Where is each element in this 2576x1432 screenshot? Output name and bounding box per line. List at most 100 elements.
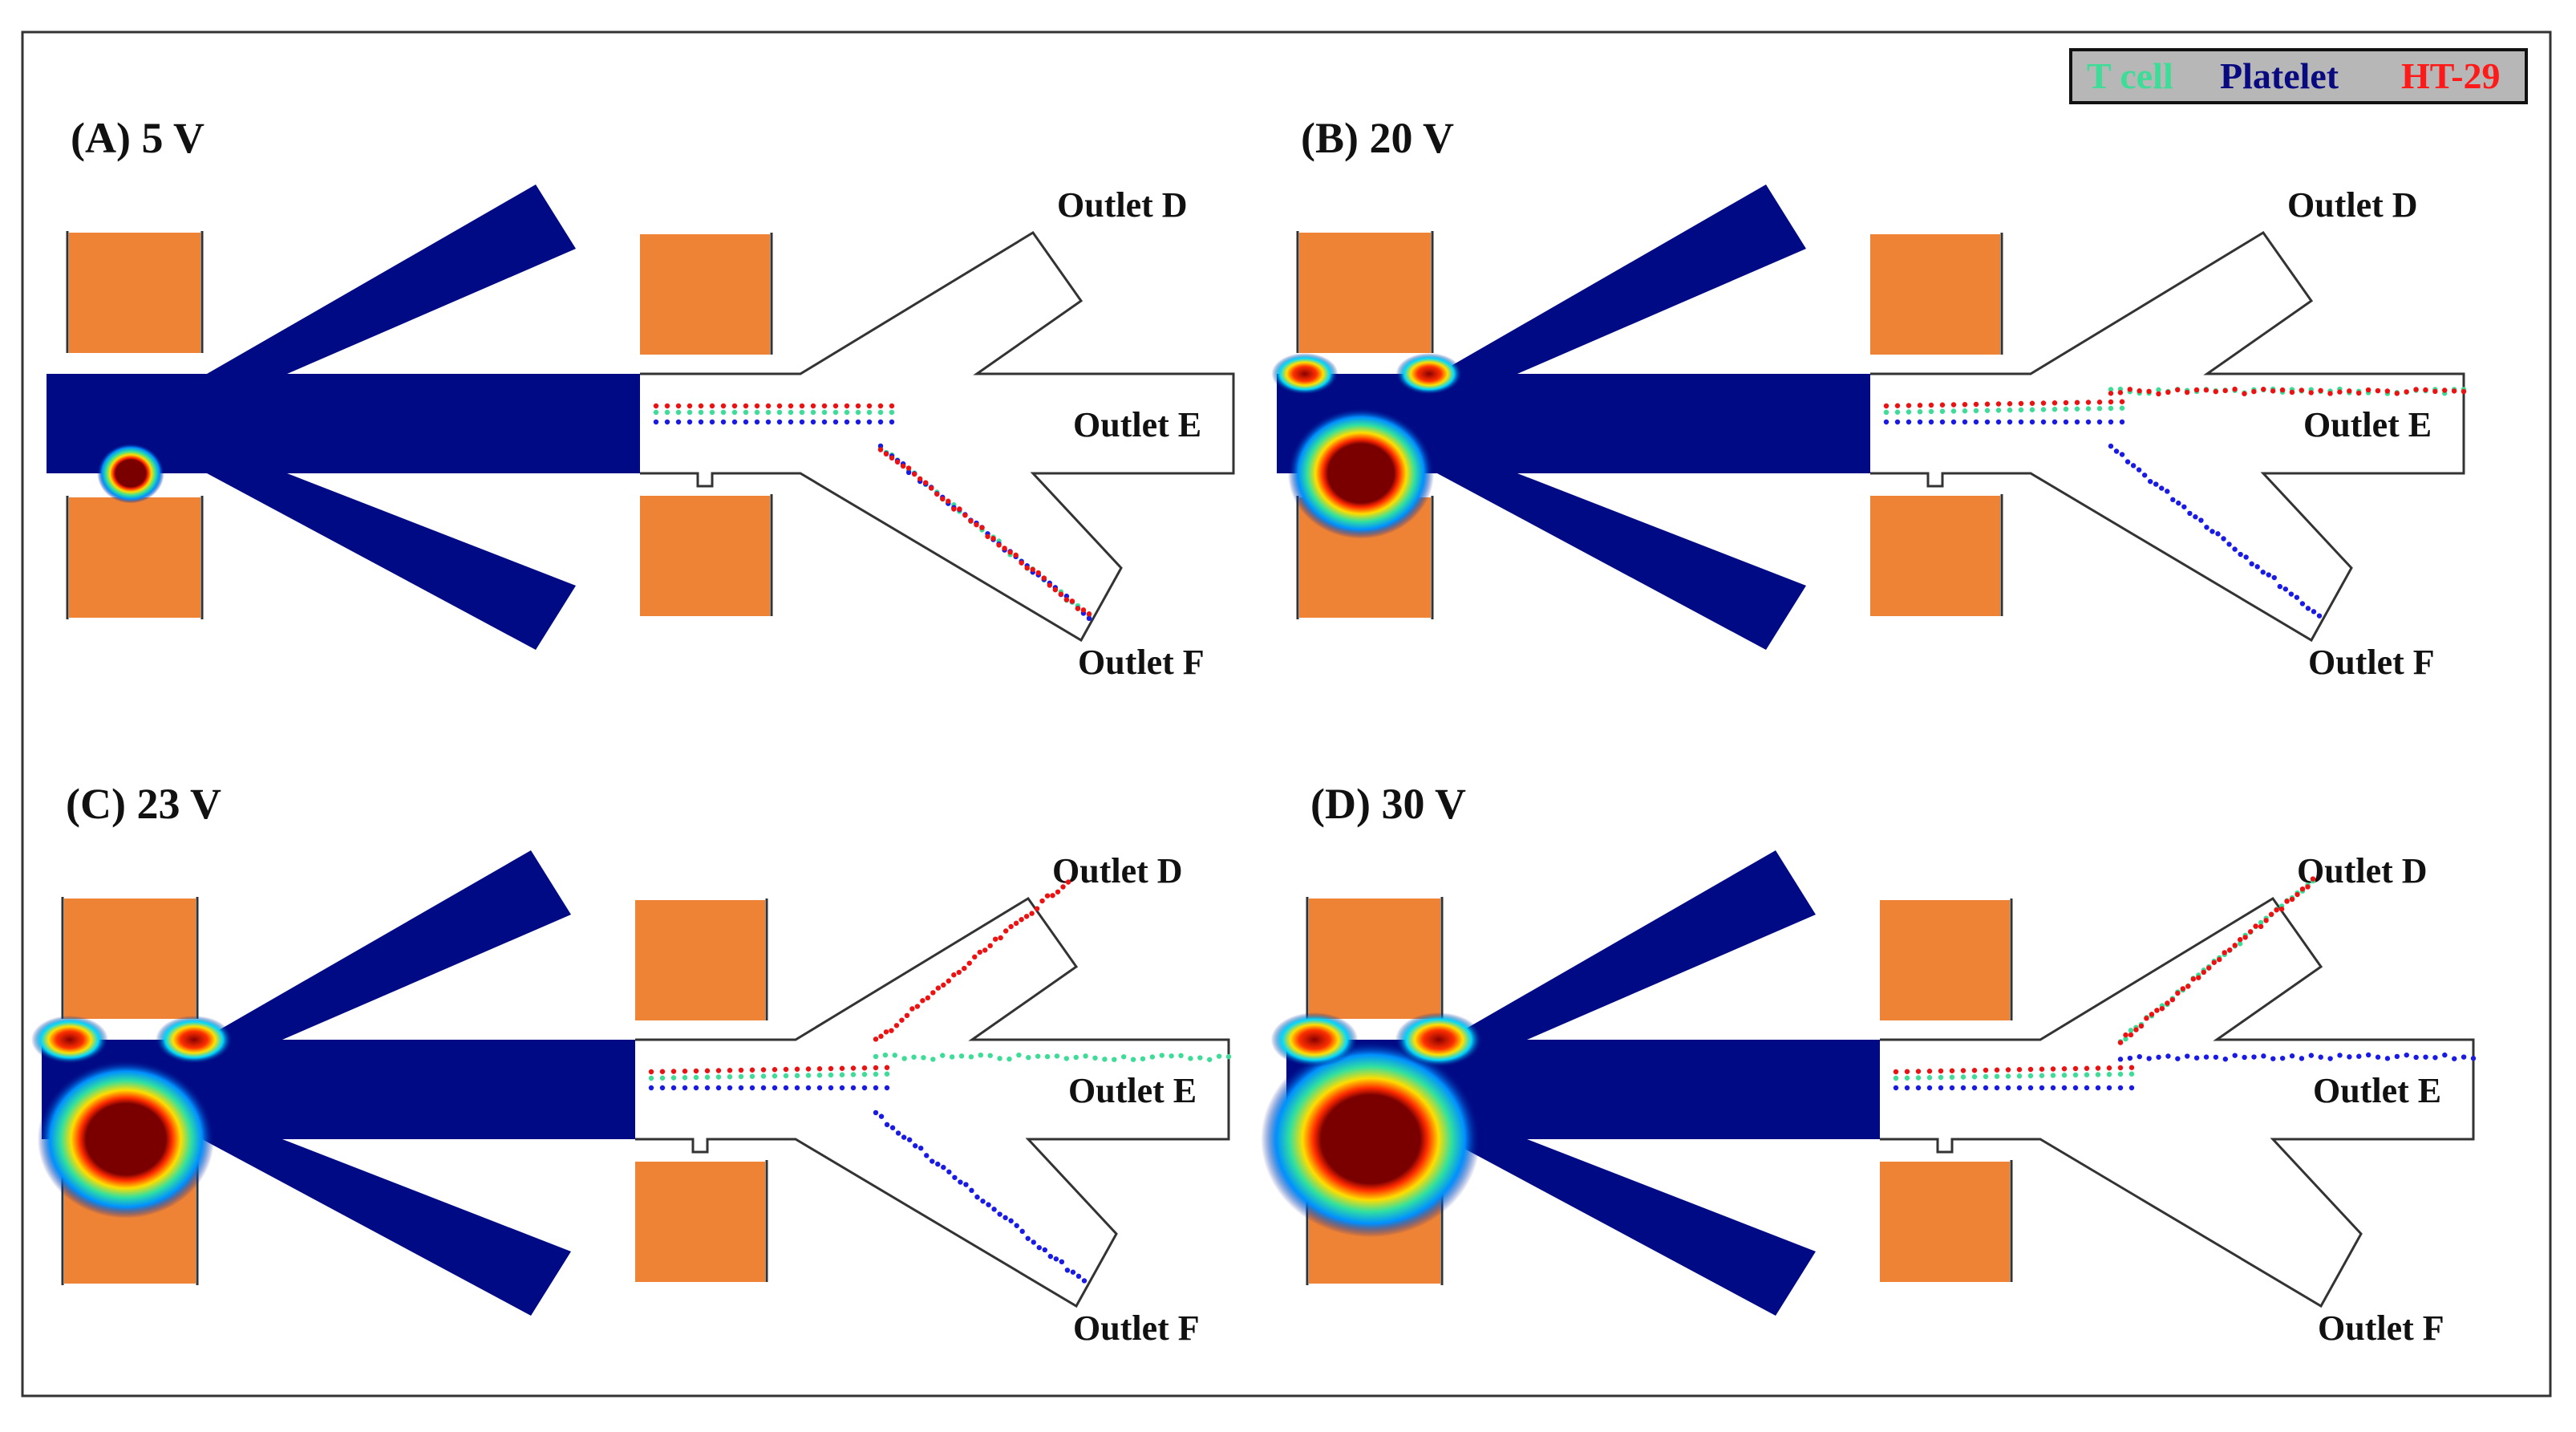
ht29-particle xyxy=(2404,389,2409,395)
ht29-particle xyxy=(990,536,996,542)
ht29-particle xyxy=(946,978,952,984)
ht29-particle xyxy=(923,480,929,485)
ht29-particle xyxy=(1055,889,1061,894)
ht29-particle xyxy=(1894,403,1901,408)
t-cell-particle xyxy=(1962,408,1968,414)
platelet-particle xyxy=(2051,419,2058,425)
ht29-particle xyxy=(664,403,670,409)
ht29-particle xyxy=(816,1066,823,1072)
t-cell-particle xyxy=(882,1052,889,1058)
platelet-particle xyxy=(2128,1085,2135,1091)
t-cell-particle xyxy=(892,1053,897,1058)
ht29-particle xyxy=(2096,400,2103,405)
platelet-particle xyxy=(850,1085,857,1091)
ht29-particle xyxy=(828,1065,834,1072)
ht29-particle xyxy=(2175,387,2181,393)
ht29-particle xyxy=(2268,911,2274,917)
ht29-particle xyxy=(2061,1066,2068,1072)
platelet-particle xyxy=(2072,1085,2079,1091)
t-cell-particle xyxy=(648,1075,654,1081)
ht29-particle xyxy=(850,1065,857,1071)
platelet-particle xyxy=(738,1085,744,1091)
platelet-particle xyxy=(749,1085,755,1091)
t-cell-particle xyxy=(1904,1075,1910,1081)
t-cell-particle xyxy=(738,1073,744,1080)
ht29-particle xyxy=(2180,986,2186,992)
ht29-particle xyxy=(2084,1065,2090,1071)
outlet-d-label: Outlet D xyxy=(1052,851,1183,890)
t-cell-particle xyxy=(709,409,715,416)
platelet-particle xyxy=(687,419,693,425)
outlet-f-label: Outlet F xyxy=(2308,643,2435,682)
platelet-particle xyxy=(2423,1054,2428,1060)
platelet-particle xyxy=(2117,1057,2124,1062)
ht29-particle xyxy=(2196,975,2201,980)
t-cell-particle xyxy=(1984,408,1991,413)
platelet-particle xyxy=(855,419,861,425)
ht29-particle xyxy=(889,455,895,461)
ht29-particle xyxy=(2095,1065,2101,1071)
platelet-particle xyxy=(731,419,738,425)
platelet-particle xyxy=(682,1085,688,1091)
t-cell-particle xyxy=(1063,1056,1070,1061)
platelet-particle xyxy=(2119,419,2125,425)
outlet-f-label: Outlet F xyxy=(1073,1308,1200,1348)
platelet-particle xyxy=(1962,419,1968,425)
platelet-particle xyxy=(1036,1244,1042,1251)
platelet-particle xyxy=(2254,564,2260,570)
t-cell-particle xyxy=(855,409,861,416)
ht29-particle xyxy=(1926,1069,1933,1074)
platelet-particle xyxy=(997,1211,1002,1217)
platelet-particle xyxy=(832,419,839,425)
t-cell-particle xyxy=(821,409,828,416)
hotspot-stem xyxy=(120,1131,132,1152)
t-cell-particle xyxy=(704,1074,711,1080)
t-cell-particle xyxy=(1054,1053,1060,1059)
t-cell-particle xyxy=(2039,1073,2045,1078)
t-cell-particle xyxy=(1169,1053,1174,1059)
t-cell-particle xyxy=(1983,1073,1989,1080)
t-cell-particle xyxy=(1906,409,1912,415)
ht29-particle xyxy=(1052,586,1059,593)
field-edge-left xyxy=(1271,353,1339,395)
ht29-particle xyxy=(2299,387,2305,393)
platelet-particle xyxy=(963,1182,969,1187)
ht29-particle xyxy=(2018,400,2024,407)
ht29-particle xyxy=(1019,560,1024,566)
platelet-particle xyxy=(2365,1052,2371,1058)
platelet-particle xyxy=(2238,551,2243,558)
t-cell-particle xyxy=(1926,1075,1933,1081)
t-cell-particle xyxy=(1102,1057,1108,1062)
ht29-particle xyxy=(670,1069,677,1074)
ht29-particle xyxy=(2016,1067,2023,1073)
platelet-particle xyxy=(1059,1259,1065,1265)
ht29-particle xyxy=(2117,390,2124,396)
ht29-particle xyxy=(738,1067,744,1073)
platelet-particle xyxy=(2213,1054,2219,1060)
ht29-particle xyxy=(2169,996,2176,1003)
platelet-particle xyxy=(884,1085,890,1091)
platelet-particle xyxy=(980,1199,986,1204)
ht29-particle xyxy=(956,969,962,976)
platelet-particle xyxy=(1042,1247,1048,1253)
ht29-particle xyxy=(2144,1016,2149,1021)
outlet-d-label: Outlet D xyxy=(2297,851,2428,890)
ht29-particle xyxy=(2146,388,2152,395)
t-cell-particle xyxy=(901,1056,907,1061)
ht29-particle xyxy=(2184,389,2190,396)
t-cell-particle xyxy=(2051,407,2058,412)
ht29-particle xyxy=(1002,928,1009,934)
t-cell-particle xyxy=(1083,1053,1088,1059)
platelet-particle xyxy=(1995,419,2002,425)
ht29-particle xyxy=(883,451,889,457)
platelet-particle xyxy=(2117,1085,2124,1091)
platelet-particle xyxy=(941,1164,946,1170)
ht29-particle xyxy=(909,1006,915,1012)
platelet-particle xyxy=(1075,1273,1082,1280)
platelet-particle xyxy=(2127,1055,2133,1061)
t-cell-particle xyxy=(2085,406,2092,412)
ht29-particle xyxy=(899,1017,905,1023)
